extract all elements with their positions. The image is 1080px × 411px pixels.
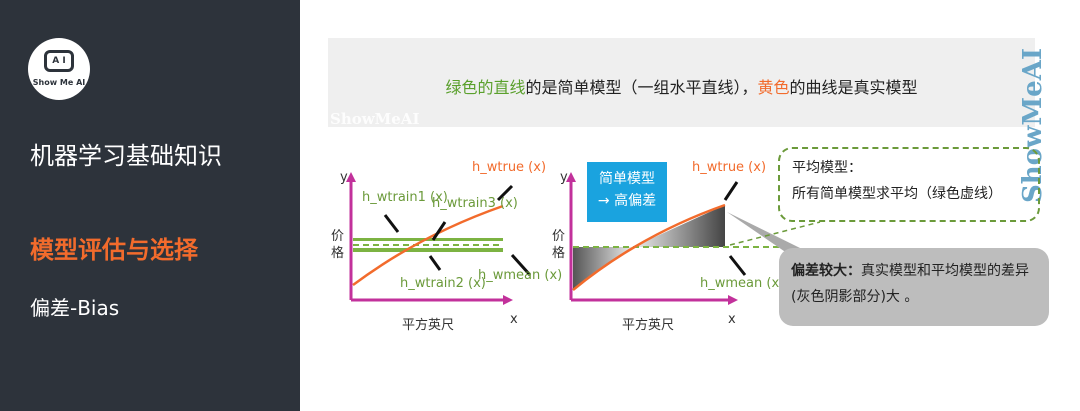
train2-line bbox=[353, 248, 503, 252]
note-title: 平均模型： bbox=[792, 160, 862, 176]
note-text: 所有简单模型求平均（绿色虚线） bbox=[792, 186, 1002, 202]
watermark: ShowMeAI bbox=[330, 110, 420, 128]
sidebar: A I Show Me AI 机器学习基础知识 模型评估与选择 偏差-Bias bbox=[0, 0, 300, 411]
headline-banner: 绿色的直线的是简单模型（一组水平直线），黄色的曲线是真实模型 bbox=[328, 38, 1035, 127]
headline-green: 绿色的直线 bbox=[445, 78, 526, 97]
headline-orange: 黄色 bbox=[757, 78, 790, 97]
y-axis-title: 价格 bbox=[552, 229, 566, 261]
average-model-note: 平均模型： 所有简单模型求平均（绿色虚线） bbox=[778, 147, 1040, 222]
true-curve bbox=[352, 204, 504, 287]
headline: 绿色的直线的是简单模型（一组水平直线），黄色的曲线是真实模型 bbox=[328, 74, 1035, 98]
showmeai-logo: A I Show Me AI bbox=[28, 38, 90, 100]
headline-mid: 的是简单模型（一组水平直线）， bbox=[525, 78, 758, 97]
label-true: h_wtrue (x) bbox=[472, 160, 547, 175]
label-train3: h_wtrain3 (x) bbox=[432, 196, 518, 211]
section-title: 模型评估与选择 bbox=[30, 236, 198, 264]
bias-note: 偏差较大：真实模型和平均模型的差异(灰色阴影部分)大 。 bbox=[779, 248, 1049, 326]
label-true: h_wtrue (x) bbox=[692, 160, 767, 175]
robot-icon: A I bbox=[44, 50, 74, 72]
true-curve bbox=[572, 203, 726, 291]
subsection-title: 偏差-Bias bbox=[30, 296, 120, 320]
note-text: 真实模型和平均模型的差异(灰色阴影部分)大 。 bbox=[791, 263, 1029, 305]
course-title: 机器学习基础知识 bbox=[30, 142, 222, 170]
label-train2: h_wtrain2 (x) bbox=[400, 276, 486, 291]
label-train1: h_wtrain1 (x) bbox=[362, 190, 448, 205]
headline-end: 的曲线是真实模型 bbox=[789, 78, 918, 97]
y-axis-title: 价格 bbox=[331, 229, 345, 261]
x-axis-title: 平方英尺 bbox=[402, 318, 455, 333]
y-label: y bbox=[560, 170, 568, 185]
x-label: x bbox=[510, 312, 518, 327]
label-mean: h_wmean (x) bbox=[700, 276, 785, 291]
callout-line: → 高偏差 bbox=[597, 193, 657, 209]
right-chart bbox=[566, 172, 821, 305]
left-chart bbox=[346, 172, 532, 305]
x-axis-title: 平方英尺 bbox=[622, 318, 675, 333]
y-label: y bbox=[340, 170, 348, 185]
label-mean: h_wmean (x) bbox=[478, 268, 563, 283]
x-label: x bbox=[728, 312, 736, 327]
note-title: 偏差较大： bbox=[791, 263, 861, 279]
logo-text: Show Me AI bbox=[32, 78, 86, 87]
high-bias-callout: 简单模型 → 高偏差 bbox=[587, 162, 667, 222]
callout-line: 简单模型 bbox=[599, 171, 655, 187]
